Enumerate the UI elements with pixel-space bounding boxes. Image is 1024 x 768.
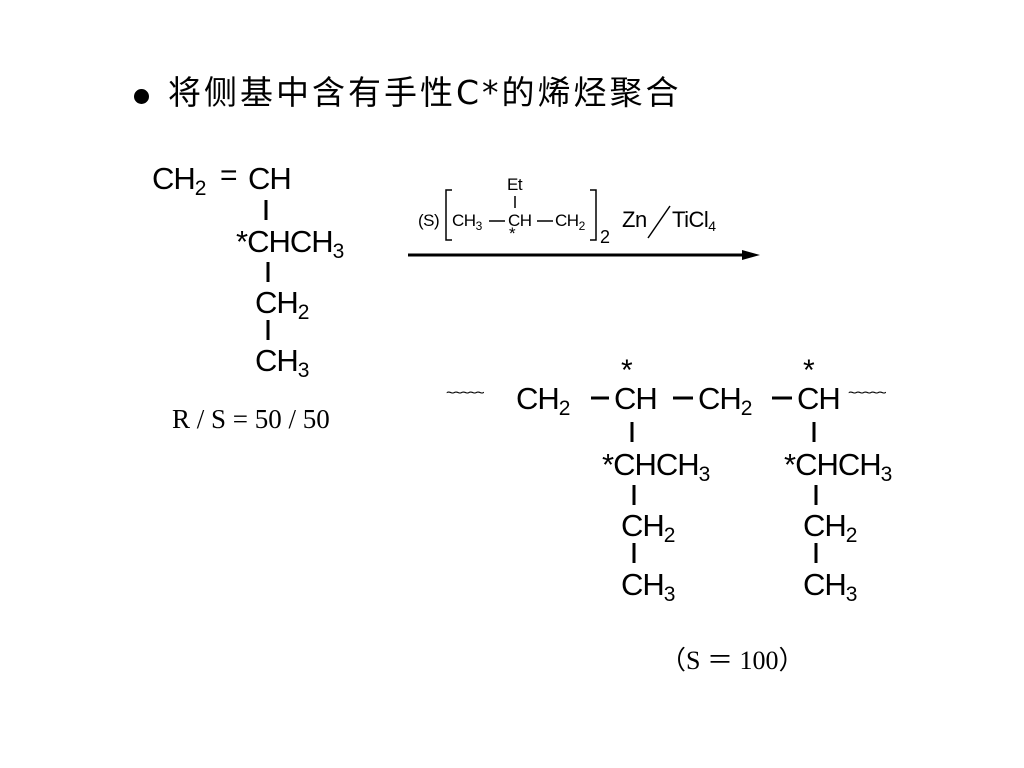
monomer-double-bond: =	[220, 159, 238, 192]
polymer-ch2-b: CH2	[698, 381, 752, 420]
catalyst-ch2: CH2	[555, 211, 585, 233]
polymer-right-side1: *CHCH3	[784, 447, 892, 486]
monomer-side3: CH3	[255, 343, 309, 382]
polymer-right-side2: CH2	[803, 508, 857, 547]
monomer-side2: CH2	[255, 285, 309, 324]
catalyst-star: *	[509, 224, 516, 243]
catalyst-ch3: CH3	[452, 211, 482, 233]
monomer-side1: *CHCH3	[236, 224, 344, 263]
catalyst-zn: Zn	[622, 207, 647, 232]
catalyst-bracket-left	[445, 189, 452, 241]
catalyst-slash	[647, 205, 671, 239]
catalyst-config: (S)	[418, 211, 440, 230]
polymer-right-side3: CH3	[803, 567, 857, 606]
wavy-bond-right: ~~~~~	[848, 385, 887, 402]
reaction-arrowhead	[742, 250, 760, 260]
page-heading: 将侧基中含有手性C*的烯烃聚合	[168, 73, 682, 112]
polymer-ch2-a: CH2	[516, 381, 570, 420]
polymer-left-side1: *CHCH3	[602, 447, 710, 486]
catalyst-multiplier: 2	[600, 227, 610, 247]
polymer-star-a: *	[621, 354, 633, 387]
bullet-point	[134, 89, 149, 104]
monomer-ch: CH	[248, 161, 292, 196]
catalyst-ticl: TiCl4	[672, 207, 716, 234]
ratio-label: R / S = 50 / 50	[172, 404, 330, 434]
catalyst-bracket-right	[590, 189, 597, 241]
monomer-ch2: CH2	[152, 161, 206, 200]
catalyst-et: Et	[507, 175, 523, 194]
result-label: （S ＝ 100）	[660, 646, 805, 675]
polymer-ch-a: CH	[614, 381, 658, 416]
polymer-star-b: *	[803, 354, 815, 387]
wavy-bond-left: ~~~~~	[446, 385, 485, 402]
chiral-star: *	[236, 224, 248, 259]
chiral-star: *	[784, 447, 796, 482]
chiral-star: *	[602, 447, 614, 482]
polymer-left-side2: CH2	[621, 508, 675, 547]
polymer-ch-b: CH	[797, 381, 841, 416]
polymer-left-side3: CH3	[621, 567, 675, 606]
catalyst-ch: CH	[508, 211, 532, 230]
